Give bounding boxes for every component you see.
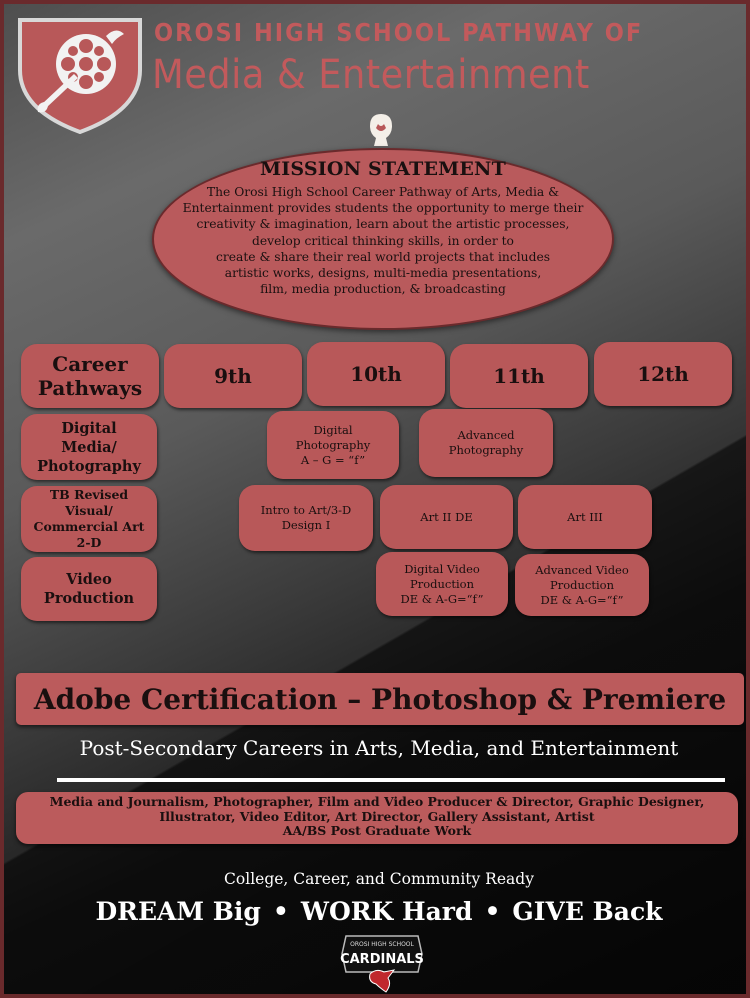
course-art-ii-de: Art II DE [380,485,513,549]
course-line: Digital Video [404,561,480,576]
course-art-iii: Art III [518,485,652,549]
divider [57,778,725,782]
mission-line: film, media production, & broadcasting [260,282,506,297]
careers-line: AA/BS Post Graduate Work [282,823,472,838]
course-line: DE & A-G=“f” [540,592,624,607]
pathway-line: Photography [37,457,141,475]
course-line: Photography [448,443,524,457]
course-advanced-video: Advanced Video Production DE & A-G=“f” [515,554,649,616]
adobe-certification-banner: Adobe Certification – Photoshop & Premie… [16,673,744,725]
pathway-line: Commercial Art [33,519,145,534]
careers-line: Illustrator, Video Editor, Art Director,… [159,808,595,824]
mission-title: MISSION STATEMENT [260,158,506,180]
motto: DREAM Big • WORK Hard • GIVE Back [4,897,746,926]
course-line: Art III [567,509,603,524]
grade-9th: 9th [164,344,302,408]
header-line: Pathways [37,376,143,400]
grade-12th: 12th [594,342,732,406]
motto-dream: DREAM Big [95,897,261,926]
pathway-tb-revised: TB Revised Visual/ Commercial Art 2-D [21,486,157,552]
mission-line: Entertainment provides students the oppo… [182,201,584,216]
mission-line: creativity & imagination, learn about th… [196,217,570,232]
pathway-digital-media: Digital Media/ Photography [21,414,157,480]
pathway-line: Video [66,571,112,588]
course-line: Advanced Video [535,562,629,577]
course-line: Production [410,576,474,591]
course-line: DE & A-G=“f” [400,591,484,606]
mission-statement: MISSION STATEMENT The Orosi High School … [152,148,614,330]
ready-tagline: College, Career, and Community Ready [224,870,534,888]
pathway-line: Digital [61,419,117,437]
cardinal-bird-icon [369,969,396,993]
pathway-video: Video Production [21,557,157,621]
course-line: Digital [313,422,353,437]
career-pathways-header: Career Pathways [21,344,159,408]
cardinals-logo: OROSI HIGH SCHOOL CARDINALS [340,935,424,993]
film-reel-shield-icon [18,18,142,134]
course-line: A – G = “f” [300,452,366,467]
motto-work: WORK Hard [300,897,473,926]
course-advanced-photography: Advanced Photography [419,409,553,477]
pathway-line: TB Revised [49,487,129,502]
pathway-line: Visual/ [65,503,113,518]
mission-line: artistic works, designs, multi-media pre… [224,266,542,281]
pathway-line: Production [43,590,135,607]
title-line-2: Media & Entertainment [152,52,590,98]
course-line: Photography [295,437,371,452]
motto-separator: • [272,897,289,926]
grade-10th: 10th [307,342,445,406]
careers-box: Media and Journalism, Photographer, Film… [16,792,738,844]
course-digital-video: Digital Video Production DE & A-G=“f” [376,552,508,616]
post-secondary-title: Post-Secondary Careers in Arts, Media, a… [79,736,679,760]
motto-give: GIVE Back [512,897,663,926]
course-line: Intro to Art/3-D [260,503,352,517]
mission-body: The Orosi High School Career Pathway of … [180,184,586,297]
course-line: Production [550,577,614,592]
course-digital-photography: Digital Photography A – G = “f” [267,411,399,479]
thinker-icon [370,114,392,146]
mission-line: The Orosi High School Career Pathway of … [206,185,560,199]
course-line: Art II DE [420,509,473,524]
pathway-line: 2-D [76,535,102,550]
motto-separator: • [484,897,501,926]
logo-top-text: OROSI HIGH SCHOOL [350,941,414,948]
grade-11th: 11th [450,344,588,408]
title-line-1: Orosi High School Pathway of [154,18,644,47]
mission-line: develop critical thinking skills, in ord… [252,233,514,248]
course-intro-to-art: Intro to Art/3-D Design I [239,485,373,551]
logo-name: CARDINALS [340,952,424,967]
pathway-line: Media/ [61,438,117,456]
header-line: Career [52,352,128,376]
mission-line: create & share their real world projects… [215,249,551,264]
course-line: Advanced [457,428,515,442]
course-line: Design I [281,518,331,532]
careers-line: Media and Journalism, Photographer, Film… [49,794,705,809]
